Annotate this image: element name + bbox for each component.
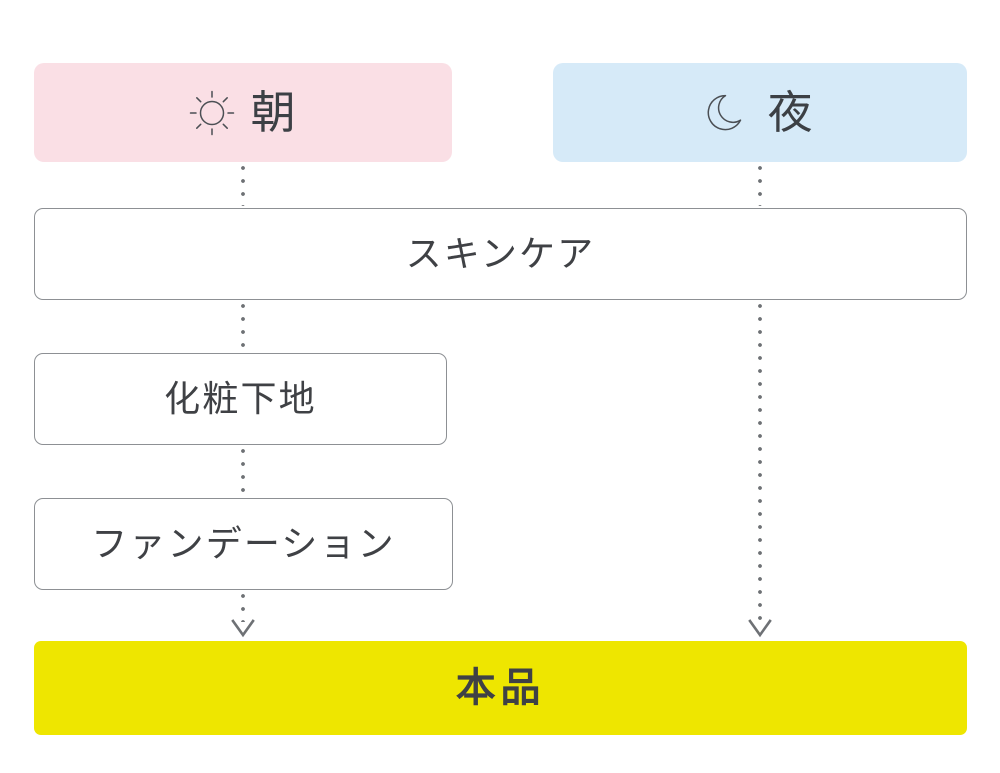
step-label-foundation: ファンデーション bbox=[91, 523, 396, 564]
connector-makeup-base-to-foundation bbox=[241, 449, 245, 495]
step-box-skincare[interactable]: スキンケア bbox=[34, 208, 967, 300]
step-box-foundation[interactable]: ファンデーション bbox=[34, 498, 453, 590]
connector-skincare-to-makeup-base bbox=[241, 304, 245, 350]
connector-morning-to-skincare bbox=[241, 166, 245, 206]
period-label-morning: 朝 bbox=[250, 87, 298, 138]
product-label-main: 本品 bbox=[455, 666, 546, 710]
step-label-makeup-base: 化粧下地 bbox=[164, 378, 317, 419]
step-box-makeup-base[interactable]: 化粧下地 bbox=[34, 353, 447, 445]
step-label-skincare: スキンケア bbox=[405, 233, 596, 274]
period-label-night: 夜 bbox=[767, 87, 815, 138]
period-box-night[interactable]: 夜 bbox=[553, 63, 967, 162]
sun-icon bbox=[189, 90, 235, 136]
arrowhead-right-into-product bbox=[747, 618, 773, 640]
connector-night-to-skincare bbox=[758, 166, 762, 206]
moon-icon bbox=[706, 90, 752, 136]
connector-skincare-to-product bbox=[758, 304, 762, 622]
arrowhead-left-into-product bbox=[230, 618, 256, 640]
product-box-main[interactable]: 本品 bbox=[34, 641, 967, 735]
period-box-morning[interactable]: 朝 bbox=[34, 63, 452, 162]
